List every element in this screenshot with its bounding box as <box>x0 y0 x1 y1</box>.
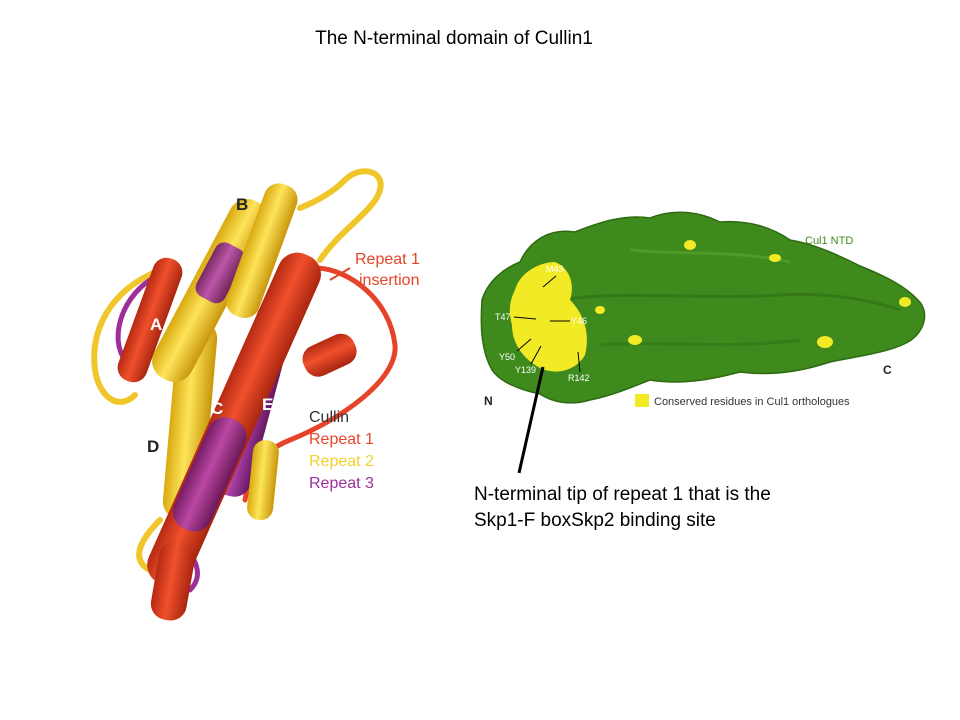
caption-line-1: N-terminal tip of repeat 1 that is the <box>474 484 771 505</box>
legend-repeat1: Repeat 1 <box>309 431 374 448</box>
helix-red-small <box>302 333 357 377</box>
n-terminus-label: N <box>484 394 493 408</box>
residue-arrows <box>513 275 581 373</box>
yellow-left-loop <box>91 267 163 405</box>
conserved-spot <box>817 336 833 348</box>
slide-title: The N-terminal domain of Cullin1 <box>315 28 593 49</box>
helix-red-back <box>117 257 183 383</box>
yellow-top-loop <box>297 168 384 263</box>
conserved-spot <box>899 297 911 307</box>
residue-label-y46: Y46 <box>571 316 587 326</box>
insertion-arrow <box>329 267 351 281</box>
insertion-label-line2: insertion <box>359 272 419 289</box>
cul1-ntd-surface <box>480 211 926 404</box>
residue-label-r142: R142 <box>568 373 590 383</box>
helix-label-c: C <box>211 399 223 418</box>
conserved-spot <box>628 335 642 345</box>
caption-line-2: Skp1-F boxSkp2 binding site <box>474 510 716 531</box>
conserved-legend-swatch <box>635 394 649 407</box>
helix-label-d: D <box>147 437 159 456</box>
helix-b <box>226 183 298 319</box>
helix-label-a: A <box>150 315 162 334</box>
helix-label-b: B <box>236 195 248 214</box>
helix-red-bottom <box>150 540 196 621</box>
surface-figure: M43 T47 Y46 Y50 Y139 R142 Cul1 NTD N C C… <box>480 211 926 408</box>
conserved-spot <box>595 306 605 314</box>
purple-loop <box>115 277 153 363</box>
legend-repeat3: Repeat 3 <box>309 475 374 492</box>
helix-label-e: E <box>262 395 273 414</box>
conserved-spot <box>684 240 696 250</box>
conserved-legend-label: Conserved residues in Cul1 orthologues <box>654 396 850 408</box>
c-terminus-label: C <box>883 363 892 377</box>
binding-site-pointer <box>517 366 545 474</box>
legend-repeat2: Repeat 2 <box>309 453 374 470</box>
ribbon-diagram: B A C D E Repeat 1 insertion Cullin Repe… <box>91 168 420 621</box>
residue-label-y50: Y50 <box>499 352 515 362</box>
residue-label-y139: Y139 <box>515 365 536 375</box>
surface-title: Cul1 NTD <box>805 235 853 247</box>
binding-site-caption: N-terminal tip of repeat 1 that is the S… <box>474 482 771 534</box>
helix-yellow-small <box>247 440 279 521</box>
residue-label-m43: M43 <box>546 264 564 274</box>
conserved-patch-main <box>509 262 587 372</box>
residue-label-t47: T47 <box>495 312 511 322</box>
cullin-legend-title: Cullin <box>309 409 349 426</box>
conserved-spot <box>769 254 781 262</box>
insertion-label-line1: Repeat 1 <box>355 251 420 268</box>
